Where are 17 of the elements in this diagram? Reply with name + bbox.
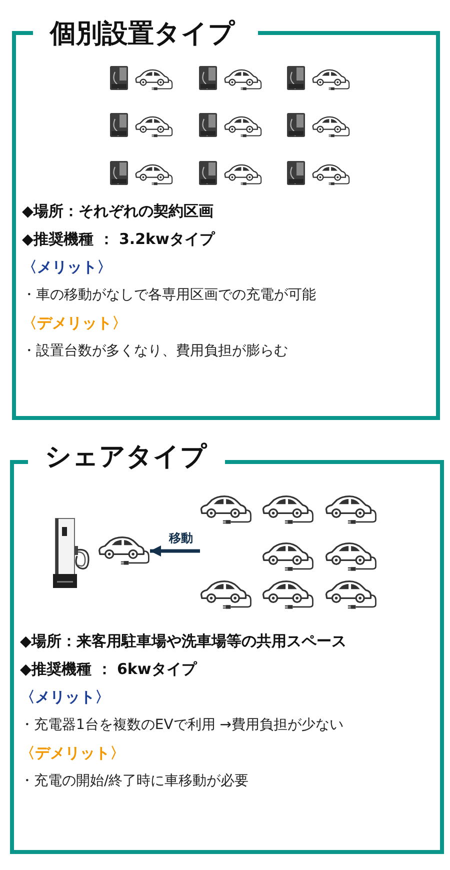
demerit-heading: 〈デメリット〉 xyxy=(20,743,125,763)
model-text: ◆推奨機種 ： 3.2kwタイプ xyxy=(22,229,214,249)
demerit-text: ・充電の開始/終了時に車移動が必要 xyxy=(20,772,249,791)
car-icon xyxy=(98,536,150,566)
merit-heading: 〈メリット〉 xyxy=(20,687,110,707)
edge-label: 移動 xyxy=(168,531,194,545)
section-heading: シェアタイプ xyxy=(45,441,207,473)
section-panel xyxy=(10,441,444,854)
merit-text: ・充電器1台を複数のEVで利用 →費用負担が少ない xyxy=(20,716,344,735)
location-text: ◆場所：来客用駐車場や洗車場等の共用スペース xyxy=(20,631,347,651)
merit-heading: 〈メリット〉 xyxy=(22,257,112,277)
section-heading: 個別設置タイプ xyxy=(50,18,235,50)
model-text: ◆推奨機種 ： 6kwタイプ xyxy=(20,659,196,679)
demerit-heading: 〈デメリット〉 xyxy=(22,313,127,333)
merit-text: ・車の移動がなしで各専用区画での充電が可能 xyxy=(22,286,316,305)
location-text: ◆場所：それぞれの契約区画 xyxy=(22,201,214,221)
demerit-text: ・設置台数が多くなり、費用負担が膨らむ xyxy=(22,342,288,361)
